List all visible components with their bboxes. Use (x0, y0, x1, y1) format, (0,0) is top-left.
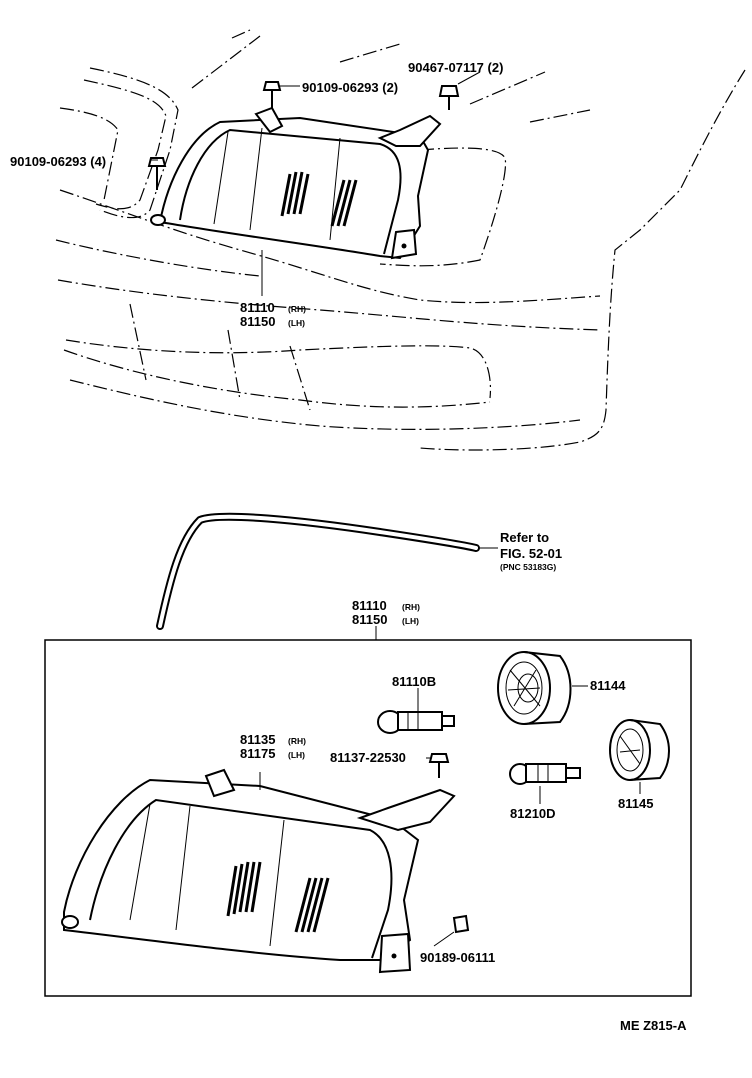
label-cap: 81145 (618, 796, 653, 811)
label-assy-upper-lh: 81150 (240, 314, 275, 329)
label-refer-line1: Refer to (500, 530, 549, 545)
label-assy-box-lh-tag: (LH) (402, 616, 419, 626)
socket-cover (497, 651, 572, 725)
bolt-top (262, 81, 282, 108)
label-bulb-small: 81210D (510, 806, 556, 821)
nut-bottom (452, 914, 470, 934)
label-unit-rh-tag: (RH) (288, 736, 306, 746)
label-assy-box-rh-tag: (RH) (402, 602, 420, 612)
label-assy-upper-lh-tag: (LH) (288, 318, 305, 328)
headlamp-unit (61, 768, 456, 974)
seal-strip (156, 512, 480, 630)
bulb-main (377, 710, 455, 734)
label-refer-line2: FIG. 52-01 (500, 546, 562, 561)
label-screw: 81137-22530 (330, 750, 406, 765)
label-unit-lh-tag: (LH) (288, 750, 305, 760)
label-refer-line3: (PNC 53183G) (500, 562, 556, 572)
label-bolt-left: 90109-06293 (4) (10, 154, 106, 169)
installed-headlamp (150, 106, 442, 260)
label-assy-upper-rh-tag: (RH) (288, 304, 306, 314)
bulb-small (509, 763, 581, 785)
vehicle-body-outline (55, 29, 746, 451)
label-nut-top-right: 90467-07117 (2) (408, 60, 503, 75)
label-bolt-top: 90109-06293 (2) (302, 80, 398, 95)
screw (428, 753, 450, 778)
label-socket-cover: 81144 (590, 678, 626, 693)
label-unit-lh: 81175 (240, 746, 275, 761)
cap (609, 719, 670, 781)
nut-top-right (438, 85, 460, 110)
label-nut-bottom: 90189-06111 (420, 950, 495, 965)
label-assy-box-lh: 81150 (352, 612, 387, 627)
label-unit-rh: 81135 (240, 732, 275, 747)
label-assy-box-rh: 81110 (352, 598, 387, 613)
label-assy-upper-rh: 81110 (240, 300, 275, 315)
assembly-box (44, 639, 692, 997)
bolt-left (147, 157, 167, 190)
figure-code: ME Z815-A (620, 1018, 687, 1033)
label-bulb-main: 81110B (392, 674, 436, 689)
